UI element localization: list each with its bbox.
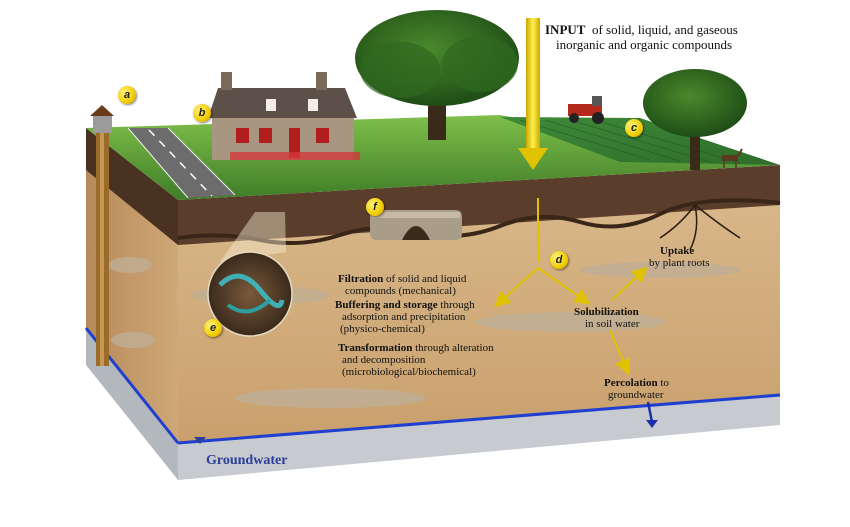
input-arrow-shaft	[526, 18, 540, 152]
gravel-lens	[111, 332, 155, 348]
groundwater-line	[177, 393, 781, 445]
input-subtitle: inorganic and organic compounds	[556, 37, 733, 52]
farmhouse	[208, 72, 360, 160]
topsoil-texture	[177, 198, 781, 246]
transformation-label: Transformation through alteration	[338, 342, 494, 354]
field-rows	[519, 119, 741, 164]
water-table-marker	[194, 437, 206, 444]
buffering-label: Buffering and storage through	[335, 299, 475, 311]
right-tree	[643, 69, 747, 251]
arrow-filtration	[494, 267, 539, 308]
large-tree	[355, 10, 519, 140]
groundwater-label: Groundwater	[206, 453, 288, 468]
input-title: INPUT of solid, liquid, and gaseous	[545, 22, 738, 37]
tractor	[568, 96, 604, 124]
filtration-sub: compounds (mechanical)	[345, 285, 456, 297]
bedrock-front	[178, 395, 780, 480]
label-d: d	[550, 251, 568, 269]
gravel-lens	[108, 257, 152, 273]
arrow-to-groundwater	[646, 401, 654, 423]
gravel-lens	[475, 312, 665, 332]
input-arrow-head	[518, 148, 548, 170]
soil-front	[178, 195, 780, 443]
road-marking	[148, 129, 213, 197]
solubilization-label: Solubilization	[574, 306, 639, 318]
arrow-uptake	[611, 266, 648, 301]
filtration-label: Filtration of solid and liquid	[338, 273, 467, 285]
buffering-sub1: adsorption and precipitation	[342, 311, 466, 323]
arrow-percolation	[609, 329, 631, 376]
deer	[722, 148, 743, 168]
uptake-sub: by plant roots	[649, 257, 710, 269]
stone-wall	[370, 210, 462, 240]
label-c: c	[625, 119, 643, 137]
label-b: b	[193, 104, 211, 122]
label-f: f	[366, 198, 384, 216]
percolation-label: Percolation to	[604, 377, 669, 389]
gravel-lens	[580, 262, 740, 278]
gravel-lens	[235, 388, 425, 408]
uptake-label: Uptake	[660, 245, 695, 257]
microbe-zoom	[207, 212, 293, 337]
label-a: a	[118, 86, 136, 104]
solubilization-sub: in soil water	[585, 318, 640, 330]
well-head	[93, 115, 112, 133]
topsoil-front	[178, 165, 780, 245]
arrow-solubilization	[537, 267, 591, 305]
percolation-sub: groundwater	[608, 389, 664, 401]
transformation-sub1: and decomposition	[342, 354, 426, 366]
buffering-sub2: (physico-chemical)	[340, 323, 425, 335]
label-e: e	[204, 319, 222, 337]
transformation-sub2: (microbiological/biochemical)	[342, 366, 476, 378]
